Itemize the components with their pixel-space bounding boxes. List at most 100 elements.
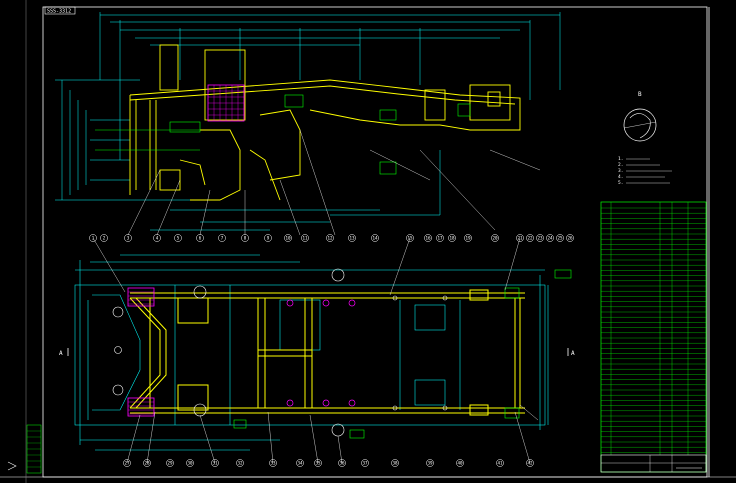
part-balloon <box>526 459 534 467</box>
part-balloon <box>241 234 249 242</box>
part-number-label: 19 <box>465 236 471 241</box>
part-balloon <box>186 459 194 467</box>
part-number-label: 20 <box>492 236 498 241</box>
part-balloon <box>348 234 356 242</box>
section-mark-right: A <box>571 350 575 357</box>
part-number-label: 33 <box>270 461 276 466</box>
note-2: 2. <box>618 162 623 168</box>
bottom-bolts <box>112 268 448 437</box>
part-number-label: 10 <box>285 236 291 241</box>
part-number-label: 36 <box>339 461 345 466</box>
part-number-label: 24 <box>547 236 553 241</box>
part-number-label: 4 <box>156 236 159 241</box>
part-balloon <box>338 459 346 467</box>
part-number-label: 22 <box>527 236 533 241</box>
part-number-label: 6 <box>199 236 202 241</box>
top-hatched-block <box>207 84 245 122</box>
part-balloon <box>314 459 322 467</box>
part-balloon <box>218 234 226 242</box>
part-balloon <box>491 234 499 242</box>
part-number-label: 40 <box>457 461 463 466</box>
bottom-frame-rails <box>129 289 525 416</box>
part-number-label: 8 <box>244 236 247 241</box>
ucs-icon <box>7 461 17 471</box>
part-balloon <box>264 234 272 242</box>
part-number-label: 16 <box>425 236 431 241</box>
drawing-stamp: SSS-3312 <box>44 6 76 15</box>
top-dimension-lines <box>55 12 561 231</box>
part-balloon <box>456 459 464 467</box>
section-mark-left: A <box>59 350 63 357</box>
bottom-green-details <box>233 269 572 439</box>
part-balloon <box>174 234 182 242</box>
part-number-label: 7 <box>221 236 224 241</box>
part-number-label: 38 <box>392 461 398 466</box>
part-balloon <box>406 234 414 242</box>
top-view <box>55 12 561 236</box>
note-4: 4. <box>618 174 623 180</box>
part-number-label: 5 <box>177 236 180 241</box>
part-number-label: 32 <box>237 461 243 466</box>
part-balloon <box>196 234 204 242</box>
part-number-label: 9 <box>267 236 270 241</box>
part-balloon <box>371 234 379 242</box>
part-number-label: 29 <box>167 461 173 466</box>
part-balloon <box>546 234 554 242</box>
part-number-label: 15 <box>407 236 413 241</box>
part-balloon <box>296 459 304 467</box>
part-balloon <box>143 459 151 467</box>
part-number-label: 2 <box>103 236 106 241</box>
part-number-label: 42 <box>527 461 533 466</box>
part-balloon <box>236 459 244 467</box>
part-balloon <box>211 459 219 467</box>
top-leader-lines <box>127 129 541 236</box>
note-text-lines <box>626 158 672 184</box>
part-number-label: 34 <box>297 461 303 466</box>
title-block <box>600 454 707 473</box>
part-balloon <box>424 234 432 242</box>
section-marks: A A <box>59 348 575 357</box>
bottom-dimension-lines <box>74 254 549 451</box>
part-number-label: 3 <box>127 236 130 241</box>
detail-b-view: B <box>623 91 657 142</box>
detail-label: B <box>638 91 642 98</box>
part-number-label: 11 <box>302 236 308 241</box>
left-strip <box>7 424 42 474</box>
bottom-view: A A <box>59 237 575 464</box>
part-number-label: 28 <box>144 461 150 466</box>
part-balloon <box>301 234 309 242</box>
part-balloon <box>89 234 97 242</box>
bottom-leader-lines <box>92 237 539 464</box>
part-number-label: 26 <box>567 236 573 241</box>
part-balloon <box>556 234 564 242</box>
part-balloon <box>536 234 544 242</box>
part-balloon <box>566 234 574 242</box>
part-balloon <box>496 459 504 467</box>
part-number-label: 30 <box>187 461 193 466</box>
part-balloon <box>100 234 108 242</box>
part-number-label: 18 <box>449 236 455 241</box>
part-number-label: 12 <box>327 236 333 241</box>
top-frame-structure <box>129 44 521 201</box>
part-balloon <box>269 459 277 467</box>
stamp-text: SSS-3312 <box>47 9 71 15</box>
part-balloon <box>166 459 174 467</box>
note-3: 3. <box>618 168 623 174</box>
part-number-label: 14 <box>372 236 378 241</box>
part-balloon <box>436 234 444 242</box>
technical-notes: 1. 2. 3. 4. 5. <box>618 156 672 186</box>
part-balloon <box>426 459 434 467</box>
part-number-label: 35 <box>315 461 321 466</box>
part-number-label: 17 <box>437 236 443 241</box>
part-number-label: 41 <box>497 461 503 466</box>
part-number-label: 27 <box>124 461 130 466</box>
part-number-label: 37 <box>362 461 368 466</box>
part-balloon <box>464 234 472 242</box>
part-balloon <box>391 459 399 467</box>
part-balloon <box>153 234 161 242</box>
note-1: 1. <box>618 156 623 162</box>
part-number-label: 25 <box>557 236 563 241</box>
